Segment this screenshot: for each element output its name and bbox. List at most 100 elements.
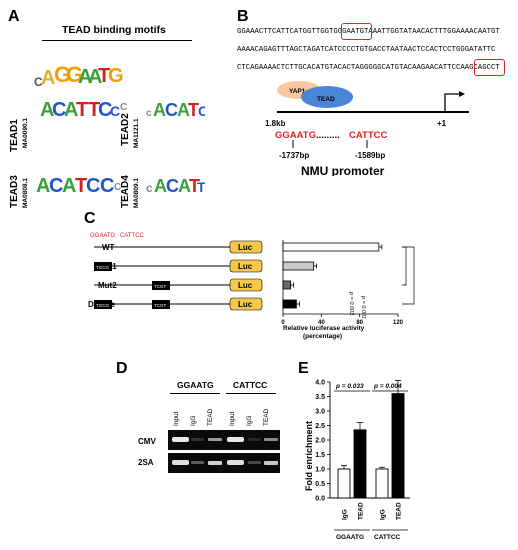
e-y-tick-label: 3.5 xyxy=(315,394,325,401)
svg-text:A: A xyxy=(78,66,92,88)
e-y-tick-label: 1.0 xyxy=(315,467,325,474)
luc-x-tick-label: 80 xyxy=(356,320,363,326)
gel-row-label-2sa: 2SA xyxy=(138,458,154,467)
coord1: -1737bp xyxy=(279,151,309,160)
motif-id: MA0809.1 xyxy=(133,178,140,208)
wt-site1: GGAATG xyxy=(90,233,116,239)
svg-text:c: c xyxy=(146,181,153,195)
e-category-label: TEAD xyxy=(358,502,365,520)
svg-text:T: T xyxy=(189,176,200,196)
svg-text:C: C xyxy=(198,103,205,119)
motif-id: MA0090.1 xyxy=(22,118,29,148)
promoter-diagram: YAP1 TEAD 1.8kb +1 GGAATG ......... CATT… xyxy=(265,81,469,176)
luc-label: Luc xyxy=(238,300,253,309)
svg-text:T: T xyxy=(98,65,110,87)
gel-site2: CATTCC xyxy=(233,380,268,390)
panel-e-letter: E xyxy=(298,360,309,377)
gel-lane-labels: Input IgG TEAD Input IgG TEAD xyxy=(173,408,270,426)
svg-text:C: C xyxy=(86,175,100,197)
e-y-tick-label: 2.5 xyxy=(315,423,325,430)
svg-text:A: A xyxy=(178,176,191,196)
pos-left: 1.8kb xyxy=(265,119,286,128)
svg-text:A: A xyxy=(177,100,190,120)
svg-text:c: c xyxy=(146,108,152,119)
luc-xlabel-1: Relative luciferase activity xyxy=(283,325,365,332)
e-bar xyxy=(375,468,389,499)
svg-text:C: C xyxy=(98,99,112,121)
e-category-label: IgG xyxy=(342,509,349,520)
e-category-label: TEAD xyxy=(396,502,403,520)
svg-text:G: G xyxy=(54,62,71,87)
gel-image xyxy=(168,430,280,473)
luc-bar xyxy=(282,280,292,290)
svg-text:A: A xyxy=(88,66,102,88)
svg-text:A: A xyxy=(154,176,167,196)
e-bar xyxy=(353,429,367,499)
group-label-1: GGAATG xyxy=(336,534,364,541)
tead4-logo: c A C A T T xyxy=(146,176,205,196)
tead-label: TEAD xyxy=(317,96,335,103)
p-value-1: p = 0.003 xyxy=(348,291,354,316)
panel-a-letter: A xyxy=(8,8,20,25)
promoter-seq-line-3: CTCAGAAAACTCTTGCACATGTACACTAGGGGGCATGTAC… xyxy=(237,64,500,72)
luc-label: Luc xyxy=(238,243,253,252)
svg-text:C: C xyxy=(165,100,178,120)
svg-text:T: T xyxy=(76,99,88,121)
e-bar xyxy=(391,393,405,499)
promoter-seq-line-2: AAAACAGAGTTTAGCTAGATCATCCCCTGTGACCTAATAA… xyxy=(237,46,496,54)
gel-site1: GGAATG xyxy=(177,380,214,390)
tead1-logo: C A G G A A T G A C A T T C C C xyxy=(34,62,127,121)
panel-a-title: TEAD binding motifs xyxy=(62,24,166,36)
svg-text:C: C xyxy=(110,103,120,119)
chip-qpcr-chart: Fold enrichment 0.00.51.01.52.02.53.03.5… xyxy=(304,380,410,541)
site-dots: ......... xyxy=(316,130,340,141)
site1-highlight-box xyxy=(341,23,372,40)
luc-x-tick-label: 0 xyxy=(281,320,285,326)
coord2: -1589bp xyxy=(355,151,385,160)
site2-highlight-box xyxy=(474,59,505,76)
e-y-tick-label: 1.5 xyxy=(315,452,325,459)
svg-text:C: C xyxy=(114,182,121,193)
mut-box: TGCG xyxy=(96,303,109,308)
svg-text:C: C xyxy=(166,176,179,196)
luc-label: Luc xyxy=(238,281,253,290)
p-value-e2: p = 0.004 xyxy=(373,383,402,390)
wt-site2: CATTCC xyxy=(120,233,145,239)
tead-shape xyxy=(301,86,353,108)
luc-bar xyxy=(282,242,380,252)
lane-label: TEAD xyxy=(207,408,214,426)
lane-label: TEAD xyxy=(263,408,270,426)
promoter-label: NMU promoter xyxy=(301,164,385,176)
motif-name: TEAD4 xyxy=(120,175,131,208)
e-y-tick-label: 0.5 xyxy=(315,481,325,488)
sig-bracket xyxy=(402,246,407,286)
e-y-tick-label: 2.0 xyxy=(315,438,325,445)
svg-text:C: C xyxy=(100,175,114,197)
motif-id: MA1121.1 xyxy=(133,118,140,148)
luciferase-figure: GGAATG CATTCC WT Luc Mut1 TGCG Luc Mut2 … xyxy=(88,233,415,326)
tead3-logo: A C A T C C C xyxy=(36,175,121,197)
promoter-seq-line-1: GGAAACTTCATTCATGGTTGGTGGGAATGTAAATTGGTAT… xyxy=(237,28,500,36)
svg-text:T: T xyxy=(188,100,199,120)
svg-text:T: T xyxy=(197,179,205,195)
svg-text:C: C xyxy=(52,99,66,121)
p-value-2: p = 0.001 xyxy=(360,295,366,319)
panel-a-title-rule xyxy=(42,40,192,41)
luc-bar xyxy=(282,299,297,309)
svg-text:C: C xyxy=(34,75,43,89)
e-ylabel: Fold enrichment xyxy=(304,421,314,491)
motif-name: TEAD1 xyxy=(9,119,20,152)
lane-label: IgG xyxy=(190,416,197,426)
panel-b-letter: B xyxy=(237,8,249,25)
sig-bracket xyxy=(402,246,415,305)
motif-id: MA0808.1 xyxy=(22,178,29,208)
lane-label: IgG xyxy=(246,416,253,426)
mut-box: TGCG xyxy=(96,265,109,270)
group-label-2: CATTCC xyxy=(374,534,401,541)
e-y-tick-label: 3.0 xyxy=(315,409,325,416)
p-value-e1: p = 0.033 xyxy=(335,383,364,390)
svg-text:A: A xyxy=(153,100,166,120)
e-y-tick-label: 4.0 xyxy=(315,380,325,387)
